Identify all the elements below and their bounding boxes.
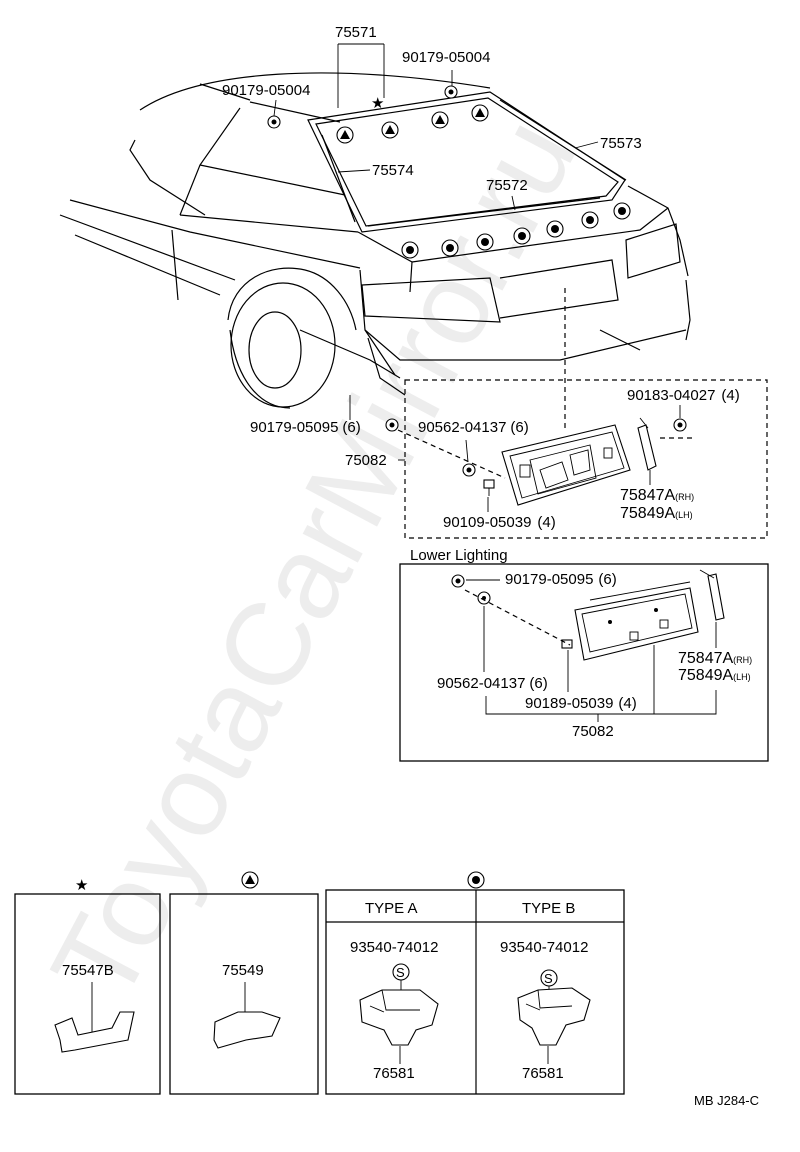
upper-lighting-box xyxy=(404,379,768,539)
callout-90179-05004-b: 90179-05004 xyxy=(402,49,490,66)
star-marker: ★ xyxy=(371,95,384,112)
callout-75573: 75573 xyxy=(600,135,642,152)
part-75549: 75549 xyxy=(222,962,264,979)
screw-mark-a: S xyxy=(396,965,405,980)
upper-nut-left xyxy=(267,115,281,129)
diagram-code: MB J284-C xyxy=(694,1093,759,1108)
lower-callout-75847A: 75847A(RH) xyxy=(678,650,752,667)
callout-90109-05039: 90109-05039(4) xyxy=(443,514,556,531)
callout-75082-upper: 75082 xyxy=(345,452,387,469)
callout-90179-05004-a: 90179-05004 xyxy=(222,82,310,99)
callout-90183-04027: 90183-04027(4) xyxy=(627,387,740,404)
lower-lighting-box xyxy=(399,563,769,762)
fastener-76581-b xyxy=(517,987,591,1046)
callout-75849A-upper: 75849A(LH) xyxy=(620,505,693,522)
nut-90562-04137 xyxy=(462,463,476,477)
triangle-clips xyxy=(336,104,489,144)
circle-detail-box xyxy=(325,889,625,1095)
license-lamp-housing-lower xyxy=(574,581,699,661)
type-a-header: TYPE A xyxy=(365,900,418,917)
lower-callout-75849A: 75849A(LH) xyxy=(678,667,751,684)
nut-90183 xyxy=(673,418,687,432)
clip-75549 xyxy=(213,1011,281,1049)
part-76581-b: 76581 xyxy=(522,1065,564,1082)
callout-75571: 75571 xyxy=(335,24,377,41)
screw-90109 xyxy=(483,479,495,496)
molding-clip-75547B xyxy=(54,1011,135,1053)
lower-lighting-title: Lower Lighting xyxy=(410,547,508,564)
circle-box-marker xyxy=(467,871,485,889)
screw-93540-74012-b: 93540-74012 xyxy=(500,939,588,956)
license-lamp-housing-upper xyxy=(501,424,631,506)
part-75547B: 75547B xyxy=(62,962,114,979)
lower-callout-90179-05095: 90179-05095(6) xyxy=(505,571,617,588)
part-76581-a: 76581 xyxy=(373,1065,415,1082)
star-detail-box xyxy=(14,893,161,1095)
circle-clips xyxy=(401,202,631,259)
callout-75847A-upper: 75847A(RH) xyxy=(620,487,694,504)
lower-callout-75082: 75082 xyxy=(572,723,614,740)
callout-75572: 75572 xyxy=(486,177,528,194)
nut-90179-05095 xyxy=(385,418,399,432)
nut-lower-90562 xyxy=(477,591,491,605)
triangle-detail-box xyxy=(169,893,319,1095)
upper-nut-right xyxy=(444,85,458,99)
nut-lower-90179 xyxy=(451,574,465,588)
back-window-glass xyxy=(307,91,627,233)
callout-90179-05095: 90179-05095(6) xyxy=(250,419,361,436)
lens-strip-upper xyxy=(637,424,657,471)
lower-callout-90189-05039: 90189-05039(4) xyxy=(525,695,637,712)
star-box-marker: ★ xyxy=(75,877,88,894)
triangle-box-marker xyxy=(241,871,259,889)
screw-mark-b: S xyxy=(544,971,553,986)
screw-93540-74012-a: 93540-74012 xyxy=(350,939,438,956)
callout-90562-04137-upper: 90562-04137(6) xyxy=(418,419,529,436)
callout-75574: 75574 xyxy=(372,162,414,179)
screw-lower-90189 xyxy=(561,639,573,649)
lens-strip-lower xyxy=(707,573,725,621)
lower-callout-90562-04137: 90562-04137(6) xyxy=(437,675,548,692)
type-b-header: TYPE B xyxy=(522,900,575,917)
fastener-76581-a xyxy=(359,989,439,1046)
car-body-drawing xyxy=(59,72,691,409)
